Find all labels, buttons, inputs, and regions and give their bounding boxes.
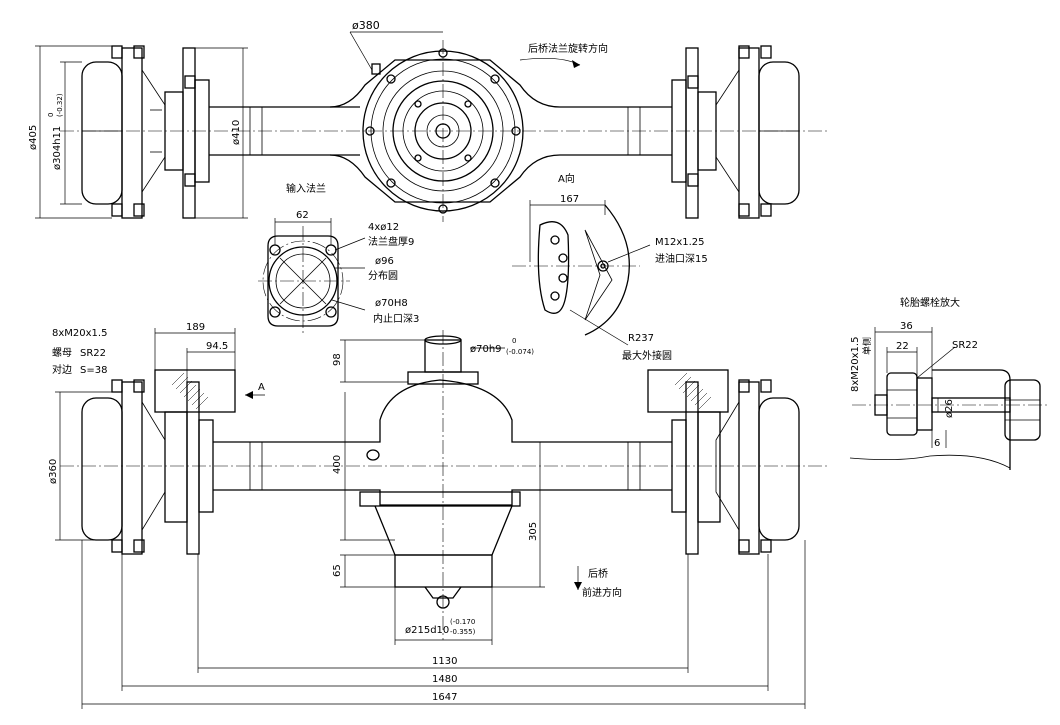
dim-98: 98 [332, 353, 343, 366]
svg-text:(-0.32): (-0.32) [56, 93, 64, 117]
svg-text:ø304h11: ø304h11 [52, 126, 63, 170]
flange-thickness-label: 法兰盘厚9 [368, 235, 414, 248]
stud-single-side: 单侧 [861, 337, 873, 355]
stud-dim-22: 22 [896, 341, 909, 352]
dia-215-label: ø215d10 (-0.170 -0.355) [405, 618, 476, 636]
dim-189: 189 [186, 322, 205, 333]
flange-pcd-label: ø96 [375, 256, 394, 267]
across-flats-value: S=38 [80, 365, 107, 376]
dim-1480: 1480 [432, 674, 457, 685]
arrow-a-label: A [258, 382, 265, 393]
stud-thread: 8xM20x1.5 [850, 337, 861, 392]
dim-1647: 1647 [432, 692, 457, 703]
svg-text:(-0.074): (-0.074) [506, 348, 534, 356]
view-a-fill-port: 进油口深15 [655, 252, 708, 265]
rear-axle-label: 后桥 [588, 568, 608, 580]
input-flange-title: 输入法兰 [286, 182, 326, 195]
dim-1130: 1130 [432, 656, 457, 667]
top-view: ø380 后桥法兰旋转方向 ø405 ø304h11 0 (-0.32) ø41… [28, 19, 830, 222]
bolts-label: 8xM20x1.5 [52, 328, 107, 339]
flange-pilot-label: ø70H8 [375, 298, 408, 309]
dim-65: 65 [332, 564, 343, 577]
input-flange-view: 输入法兰 62 4xø12 法兰盘厚9 ø96 分布圆 ø70H8 内止口深3 [258, 182, 419, 336]
view-a-thread: M12x1.25 [655, 237, 705, 248]
flange-holes-label: 4xø12 [368, 222, 399, 233]
dia-360-label: ø360 [48, 459, 59, 484]
flange-pilot-depth: 内止口深3 [373, 312, 419, 325]
svg-text:-0.355): -0.355) [450, 628, 476, 636]
flange-dim-62: 62 [296, 210, 309, 221]
svg-text:0: 0 [47, 113, 55, 117]
view-a-dim-167: 167 [560, 194, 579, 205]
flange-pcd-note: 分布圆 [368, 270, 398, 282]
dia-304-label: ø304h11 0 (-0.32) [47, 93, 64, 170]
flange-rotation-note: 后桥法兰旋转方向 [528, 42, 608, 55]
view-a: A向 167 M12x1.25 进油口深15 R237 最大外接圆 [512, 172, 708, 362]
dia-405-label: ø405 [28, 125, 39, 150]
stud-dim-36: 36 [900, 321, 913, 332]
stud-dim-6: 6 [934, 438, 940, 449]
svg-text:ø70h9: ø70h9 [470, 344, 502, 355]
dia-70h9-label: ø70h9 0 (-0.074) [470, 337, 534, 356]
view-a-title: A向 [558, 172, 575, 185]
dim-400: 400 [332, 455, 343, 474]
dia-410-label: ø410 [231, 120, 242, 145]
view-a-radius-label: 最大外接圆 [622, 349, 672, 362]
stud-sr22: SR22 [952, 340, 978, 351]
dim-305: 305 [528, 522, 539, 541]
sr22-label: SR22 [80, 348, 106, 359]
svg-text:ø215d10: ø215d10 [405, 625, 449, 636]
stud-dia-26: ø26 [944, 399, 955, 418]
front-view: 8xM20x1.5 螺母 SR22 对边 S=38 189 94.5 A 98 … [48, 322, 830, 709]
stud-detail-title: 轮胎螺栓放大 [900, 296, 960, 309]
dia-380-label: ø380 [352, 19, 380, 32]
svg-text:(-0.170: (-0.170 [450, 618, 475, 626]
forward-direction-label: 前进方向 [582, 586, 622, 599]
across-flats-label: 对边 [52, 363, 72, 376]
svg-text:0: 0 [512, 337, 516, 345]
dim-94-5: 94.5 [206, 341, 228, 352]
nut-label: 螺母 [52, 347, 72, 359]
view-a-radius: R237 [628, 333, 654, 344]
stud-detail: 轮胎螺栓放大 8xM20x1.5 单侧 36 22 SR22 ø26 6 [849, 296, 1050, 470]
